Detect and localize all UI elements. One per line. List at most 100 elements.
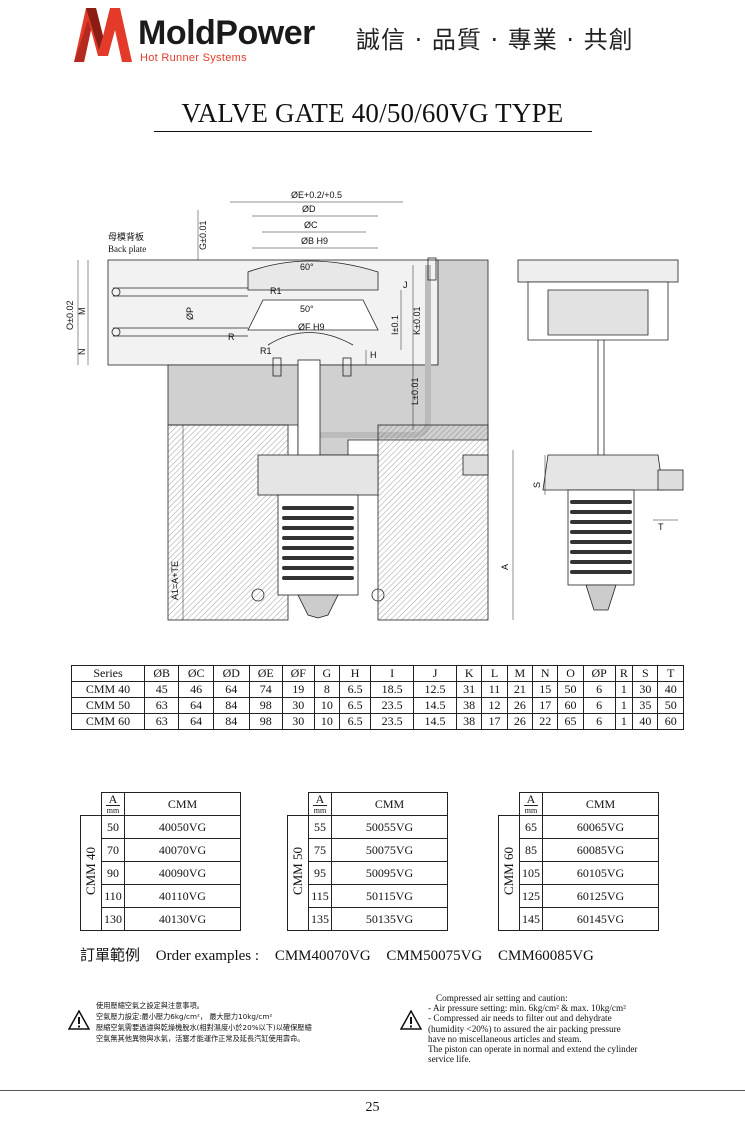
dim-g: G±0.01 xyxy=(198,221,208,250)
spec-header-cell: R xyxy=(614,665,634,682)
order-a-cell: 115 xyxy=(308,884,332,908)
dim-o: O±0.02 xyxy=(65,301,75,330)
spec-cell: 8 xyxy=(313,681,341,698)
dim-angle-60: 60° xyxy=(300,262,314,272)
spec-cell: CMM 60 xyxy=(71,713,145,730)
spec-header-cell: ØP xyxy=(582,665,616,682)
spec-header-cell: ØF xyxy=(281,665,315,682)
order-model-cell: 60105VG xyxy=(542,861,659,885)
order-blank-cell xyxy=(499,793,520,816)
dim-phi-p: ØP xyxy=(185,307,195,320)
spec-header-cell: N xyxy=(532,665,559,682)
spec-cell: 40 xyxy=(657,681,684,698)
spec-cell: 74 xyxy=(248,681,283,698)
order-examples: 訂單範例 Order examples : CMM40070VG CMM5007… xyxy=(80,944,606,965)
spec-header-cell: M xyxy=(506,665,534,682)
dim-r1-top: R1 xyxy=(270,286,282,296)
spec-cell: 40 xyxy=(632,713,659,730)
brand-tagline: Hot Runner Systems xyxy=(140,52,247,64)
spec-header-cell: ØC xyxy=(178,665,214,682)
caution-en-line: (humidity <20%) to assured the air packi… xyxy=(428,1023,621,1034)
footer-divider xyxy=(0,1090,745,1091)
order-blank-cell xyxy=(81,793,102,816)
back-plate-label-cn: 母模背板 xyxy=(108,231,144,243)
spec-cell: 31 xyxy=(455,681,483,698)
spec-cell: 6 xyxy=(582,681,616,698)
spec-cell: 12.5 xyxy=(413,681,457,698)
order-a-cell: 85 xyxy=(519,838,543,862)
spec-cell: 30 xyxy=(281,697,315,714)
order-a-cell: 95 xyxy=(308,861,332,885)
spec-header-cell: H xyxy=(339,665,372,682)
spec-cell: 45 xyxy=(143,681,180,698)
spec-cell: 18.5 xyxy=(370,681,415,698)
order-head-cmm: CMM xyxy=(542,792,659,816)
spec-cell: 38 xyxy=(455,713,483,730)
order-example-3: CMM60085VG xyxy=(498,948,594,964)
order-model-cell: 40110VG xyxy=(124,884,241,908)
spec-cell: 84 xyxy=(212,697,250,714)
order-series-cell: CMM 40 xyxy=(80,815,102,931)
dim-l: L±0.01 xyxy=(410,378,420,405)
dim-a1: A1=A+TE xyxy=(170,561,180,600)
dim-angle-50: 50° xyxy=(300,304,314,314)
dim-j: J xyxy=(403,280,408,290)
spec-header-cell: S xyxy=(632,665,659,682)
dim-n: N xyxy=(77,349,87,356)
spec-cell: 17 xyxy=(481,713,508,730)
back-plate-label-en: Back plate xyxy=(108,244,146,254)
brand-logo-icon xyxy=(74,8,132,62)
caution-en-line: service life. xyxy=(428,1054,471,1065)
technical-drawing: 母模背板 Back plate ØE+0.2/+0.5 ØD ØC ØB H9 … xyxy=(65,190,684,621)
caution-en-line: Compressed air setting and caution: xyxy=(436,993,568,1003)
caution-en-line: The piston can operate in normal and ext… xyxy=(428,1044,638,1055)
order-a-cell: 65 xyxy=(519,815,543,839)
spec-header-cell: ØE xyxy=(248,665,283,682)
spec-cell: 64 xyxy=(178,697,214,714)
order-head-a-label: A xyxy=(526,791,536,806)
spec-cell: 6.5 xyxy=(339,681,372,698)
spec-header-cell: K xyxy=(455,665,483,682)
spec-cell: 14.5 xyxy=(413,713,457,730)
order-a-cell: 145 xyxy=(519,907,543,931)
order-example-1: CMM40070VG xyxy=(274,948,371,964)
spec-cell: 15 xyxy=(532,681,559,698)
spec-header-cell: I xyxy=(370,665,415,682)
spec-cell: 22 xyxy=(532,713,559,730)
order-head-a-label: A xyxy=(315,791,325,806)
order-head-cmm: CMM xyxy=(331,792,448,816)
order-model-cell: 50055VG xyxy=(331,815,448,839)
page-number: 25 xyxy=(365,1100,380,1115)
order-model-cell: 50075VG xyxy=(331,838,448,862)
spec-cell: 30 xyxy=(632,681,659,698)
order-model-cell: 60085VG xyxy=(542,838,659,862)
order-a-cell: 70 xyxy=(101,838,125,862)
spec-cell: 63 xyxy=(143,713,180,730)
spec-cell: 11 xyxy=(481,681,508,698)
order-model-cell: 40130VG xyxy=(124,907,241,931)
order-series-cell: CMM 50 xyxy=(287,815,309,931)
spec-cell: 26 xyxy=(506,713,534,730)
dim-r1-bottom: R1 xyxy=(260,346,272,356)
spec-cell: 12 xyxy=(481,697,508,714)
dim-phi-c: ØC xyxy=(304,220,318,230)
order-a-cell: 75 xyxy=(308,838,332,862)
order-model-cell: 40090VG xyxy=(124,861,241,885)
spec-cell: 38 xyxy=(455,697,483,714)
dim-t: T xyxy=(658,522,664,532)
spec-header-cell: Series xyxy=(71,665,145,682)
